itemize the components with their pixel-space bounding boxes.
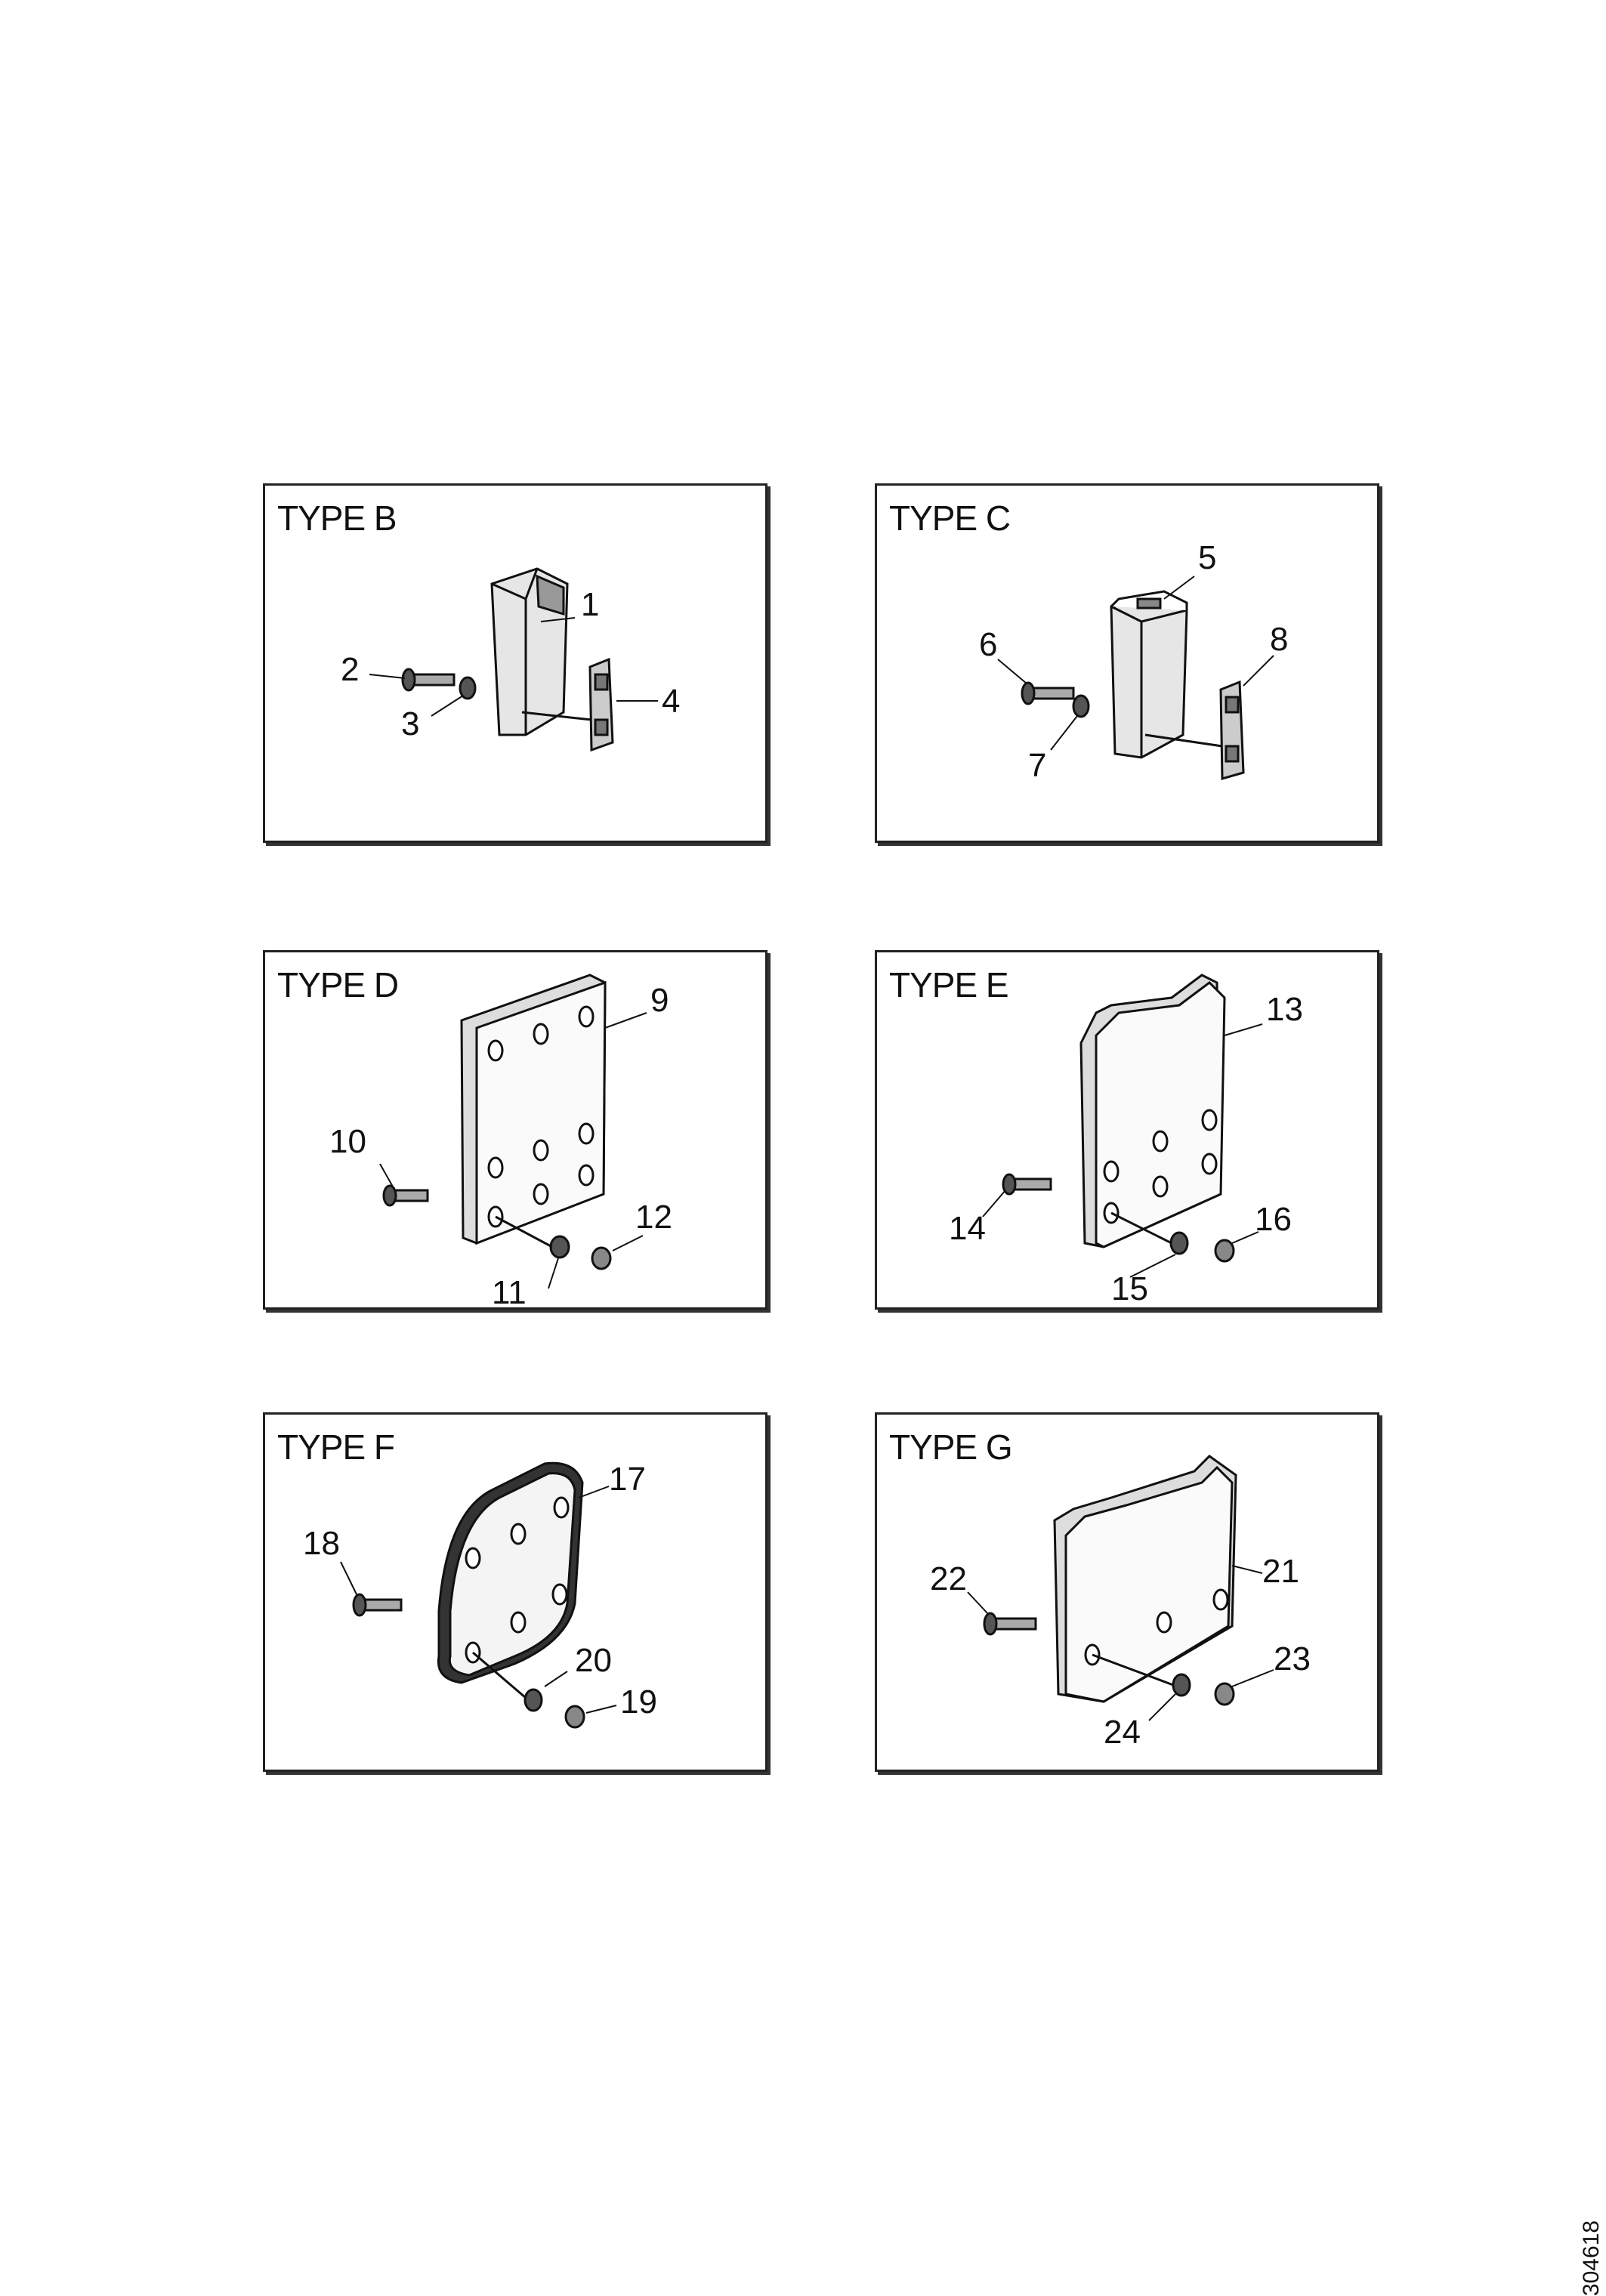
type-d-exploded-view: 9 10 11 12 (329, 974, 672, 1311)
callout-5: 5 (1198, 539, 1216, 576)
callout-12: 12 (635, 1199, 672, 1236)
type-b-exploded-view: 1 2 3 4 (341, 567, 680, 752)
callout-14: 14 (949, 1210, 986, 1247)
callout-13: 13 (1266, 991, 1303, 1028)
panel-title: TYPE E (889, 965, 1009, 1004)
type-c-exploded-view: 5 6 7 8 (979, 539, 1288, 784)
panel-title: TYPE D (277, 965, 399, 1004)
callout-19: 19 (620, 1683, 657, 1720)
document-number: 304618 (1579, 2220, 1604, 2296)
part-washer (1072, 694, 1090, 718)
part-clamp-plate (588, 657, 614, 752)
callout-2: 2 (341, 651, 359, 688)
part-washer (1172, 1673, 1191, 1697)
callout-17: 17 (609, 1461, 646, 1498)
panel-type-d: TYPE D (263, 950, 767, 1311)
callout-10: 10 (329, 1123, 366, 1160)
callout-8: 8 (1270, 621, 1288, 658)
part-plate (1095, 981, 1226, 1248)
panel-type-c: TYPE C 5 6 7 8 (875, 483, 1379, 843)
panel-title: TYPE F (277, 1427, 395, 1467)
callout-18: 18 (303, 1525, 340, 1562)
panel-type-b: TYPE B 1 2 3 4 (263, 483, 767, 843)
type-g-exploded-view: 21 22 23 24 (930, 1455, 1311, 1751)
panel-title: TYPE B (277, 498, 397, 538)
callout-1: 1 (581, 586, 599, 623)
callout-21: 21 (1262, 1553, 1299, 1590)
part-washer (523, 1688, 543, 1712)
callout-23: 23 (1274, 1640, 1311, 1677)
type-f-exploded-view: 17 18 20 19 (303, 1461, 657, 1729)
panel-title: TYPE C (889, 498, 1011, 538)
panel-type-e: TYPE E 13 14 15 (875, 950, 1379, 1310)
part-washer (1169, 1231, 1189, 1255)
part-washer (459, 676, 477, 700)
callout-24: 24 (1104, 1714, 1141, 1751)
callout-4: 4 (662, 683, 680, 720)
part-nut (1214, 1682, 1235, 1706)
callout-9: 9 (650, 982, 669, 1019)
callout-16: 16 (1255, 1201, 1292, 1238)
part-plate (475, 980, 607, 1245)
part-bracket (1110, 597, 1188, 759)
part-washer (549, 1235, 570, 1259)
part-nut (1214, 1239, 1235, 1263)
callout-6: 6 (979, 626, 997, 663)
part-plate (1064, 1465, 1234, 1703)
callout-20: 20 (575, 1642, 612, 1679)
callout-7: 7 (1028, 747, 1046, 784)
callout-15: 15 (1111, 1270, 1148, 1307)
panel-type-g: TYPE G 21 22 23 24 (875, 1412, 1379, 1772)
part-plate (448, 1472, 576, 1677)
part-nut (564, 1705, 585, 1729)
part-nut (591, 1246, 612, 1270)
panel-type-f: TYPE F 17 18 20 (263, 1412, 767, 1772)
callout-22: 22 (930, 1560, 967, 1597)
panel-title: TYPE G (889, 1427, 1013, 1467)
callout-11: 11 (492, 1274, 527, 1311)
callout-3: 3 (401, 705, 419, 742)
type-e-exploded-view: 13 14 15 16 (949, 974, 1303, 1307)
